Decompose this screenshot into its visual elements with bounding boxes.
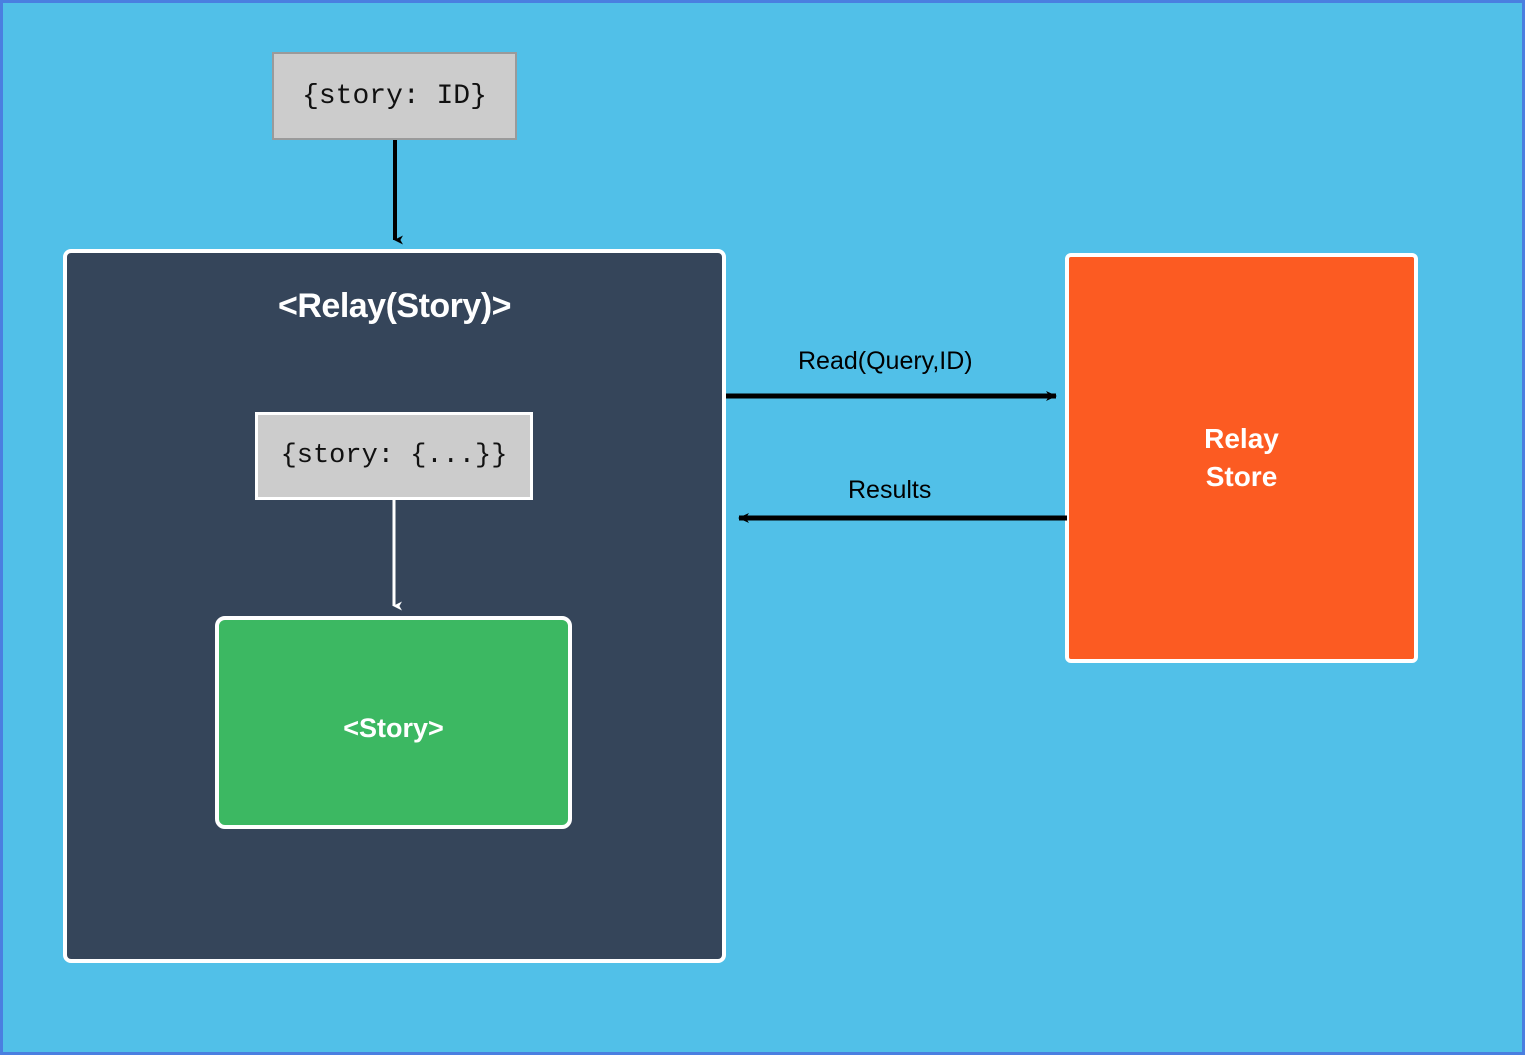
- arrow-props-to-relay-container: [393, 140, 403, 245]
- inner-props-box: {story: {...}}: [255, 412, 533, 500]
- arrow-read-query-id: [726, 391, 1057, 401]
- story-component-label: <Story>: [343, 713, 444, 743]
- edge-label-results: Results: [848, 476, 932, 504]
- relay-store-label-line2: Store: [1205, 461, 1278, 492]
- relay-store-label-line1: Relay: [1204, 423, 1279, 455]
- arrow-results: [738, 513, 1067, 523]
- inner-props-label: {story: {...}}: [280, 441, 508, 471]
- edge-label-read: Read(Query,ID): [798, 347, 973, 375]
- props-input-box: {story: ID}: [272, 52, 517, 140]
- props-input-label: {story: ID}: [302, 80, 487, 112]
- relay-story-title: <Relay(Story)>: [278, 287, 512, 325]
- story-component-box: <Story>: [215, 616, 572, 829]
- arrow-inner-props-to-story: [392, 500, 402, 611]
